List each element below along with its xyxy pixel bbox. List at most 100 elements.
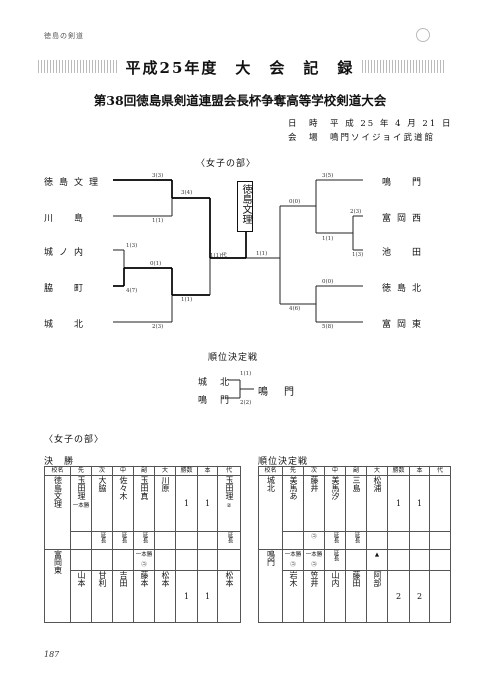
player-name: 藤本 — [140, 571, 149, 587]
rep-score: ② — [226, 503, 232, 509]
bracket-team: 富岡東 — [382, 320, 428, 330]
player-name: 藤井 — [310, 476, 319, 492]
header-cell: 大 — [154, 466, 176, 476]
tournament-name: 第38回徳島県剣道連盟会長杯争奪高等学校剣道大会 — [93, 93, 387, 108]
score-label: 1(3) — [352, 252, 364, 258]
bracket-lines — [113, 179, 363, 399]
header-cell: 先 — [70, 466, 92, 476]
player-name: 藤田 — [352, 571, 361, 587]
corner-mark-icon — [416, 28, 430, 42]
bracket-team: 城ノ内 — [44, 248, 90, 258]
bracket-team: 徳島文理 — [44, 178, 105, 188]
placement-results-table: 校名 先 次 中 副 大 勝数 本 代 城北 美馬あ 藤井 美馬汐 三島 松浦 … — [258, 466, 451, 623]
team-name: 徳島文理 — [53, 476, 63, 508]
header-cell: 校名 — [258, 466, 283, 476]
score-label: 1(1) — [240, 371, 252, 377]
header-cell: 中 — [112, 466, 134, 476]
header-cell: 本 — [197, 466, 218, 476]
page-number: 187 — [44, 650, 60, 659]
point-count: 1 — [197, 475, 218, 532]
bracket-heading: 〈女子の部〉 — [196, 159, 257, 169]
win-count: 1 — [175, 570, 198, 623]
header-cell: 大 — [366, 466, 388, 476]
point-count: 1 — [409, 475, 430, 532]
table-header-row: 校名 先 次 中 副 大 勝数 本 代 — [258, 466, 451, 476]
player-name: 甘利 — [98, 571, 107, 587]
header-cell: 先 — [282, 466, 304, 476]
match-mark: ▲ — [366, 549, 388, 571]
score-label: 4(6) — [289, 306, 301, 312]
player-name: 大脇 — [98, 476, 107, 492]
player-name: 山内 — [331, 571, 340, 587]
score-label: 1(1) — [181, 297, 193, 303]
match-mark: 延長 — [332, 532, 339, 543]
header-cell: 本 — [409, 466, 430, 476]
table-header-row: 校名 先 次 中 副 大 勝数 本 代 — [44, 466, 241, 476]
page-title: 平成25年度 大 会 記 録 — [0, 57, 480, 78]
table-row: 岩木 笠井 山内 藤田 阿部 2 2 — [259, 570, 451, 623]
team-name: 富岡東 — [53, 550, 63, 574]
header-cell: 副 — [133, 466, 155, 476]
table-row: 鳴門 一本勝㋙ 一本勝㋙ 延長 ▲ — [258, 549, 451, 623]
table-row: 富岡東 一本勝㋙ — [44, 549, 241, 623]
header-cell: 副 — [345, 466, 367, 476]
match-mark: 延長 — [332, 550, 339, 561]
score-label: 0(0) — [289, 199, 301, 205]
header-cell: 代 — [217, 466, 241, 476]
score-label: 1(3) — [126, 243, 138, 249]
score-label: 2(3) — [350, 209, 362, 215]
win-count: 2 — [387, 570, 410, 623]
table-row: ㋙ 延長 延長 — [259, 531, 451, 550]
score-label: 5(8) — [322, 324, 334, 330]
player-name: 笠井 — [310, 571, 319, 587]
header-cell: 次 — [91, 466, 113, 476]
score-label: 3(5) — [322, 173, 334, 179]
player-name: 佐々木 — [119, 476, 128, 500]
match-mark: 一本勝㋙ — [282, 549, 304, 571]
win-count: 1 — [387, 475, 410, 532]
score-label: 2(2) — [240, 400, 252, 406]
match-mark: 延長 — [141, 532, 148, 543]
score-label: 0(0) — [322, 279, 334, 285]
point-count: 1 — [197, 570, 218, 623]
champion-box: 徳島文理 — [237, 181, 253, 232]
bracket-team: 富岡西 — [382, 214, 428, 224]
match-mark: 一本勝㋙ — [133, 549, 155, 571]
score-label: 0(1) — [150, 261, 162, 267]
header-cell: 次 — [303, 466, 325, 476]
placement-team: 鳴 門 — [198, 396, 232, 406]
match-mark: 延長 — [226, 532, 233, 543]
bracket-team: 徳島北 — [382, 284, 428, 294]
bracket-team: 池 田 — [382, 248, 428, 258]
placement-label: 順位決定戦 — [258, 457, 309, 467]
score-label: 1(1)代 — [210, 253, 227, 259]
placement-team: 城 北 — [198, 378, 232, 388]
score-label: 1(1) — [256, 251, 268, 257]
rep-player: 松本 — [225, 571, 234, 587]
score-label: 2(3) — [152, 324, 164, 330]
win-count: 1 — [175, 475, 198, 532]
bracket-team: 鳴 門 — [382, 178, 428, 188]
team-name: 鳴門 — [266, 550, 276, 566]
team-name: 城北 — [266, 476, 276, 492]
score-label: 4(7) — [126, 288, 138, 294]
bracket-team: 脇 町 — [44, 284, 90, 294]
player-name: 松浦 — [373, 476, 382, 492]
score-label: 1(1) — [152, 218, 164, 224]
rep-player: 玉田理 — [225, 476, 234, 500]
header-cell: 中 — [324, 466, 346, 476]
header-cell: 勝数 — [175, 466, 198, 476]
player-name: 美馬汐 — [331, 476, 340, 500]
match-mark: 延長 — [120, 532, 127, 543]
results-heading: 〈女子の部〉 — [44, 435, 105, 445]
score-label: 1(1) — [322, 236, 334, 242]
match-mark: 一本勝㋙ — [303, 549, 325, 571]
final-results-table: 校名 先 次 中 副 大 勝数 本 代 徳島文理 玉田理一本勝 大脇 佐々木 玉… — [44, 466, 241, 623]
placement-heading: 順位決定戦 — [208, 353, 259, 363]
placement-winner: 鳴 門 — [258, 387, 297, 398]
bracket-team: 城 北 — [44, 320, 90, 330]
player-name: 岩木 — [289, 571, 298, 587]
final-label: 決 勝 — [44, 457, 75, 467]
match-mark: 延長 — [353, 532, 360, 543]
bracket-team: 川 島 — [44, 214, 90, 224]
